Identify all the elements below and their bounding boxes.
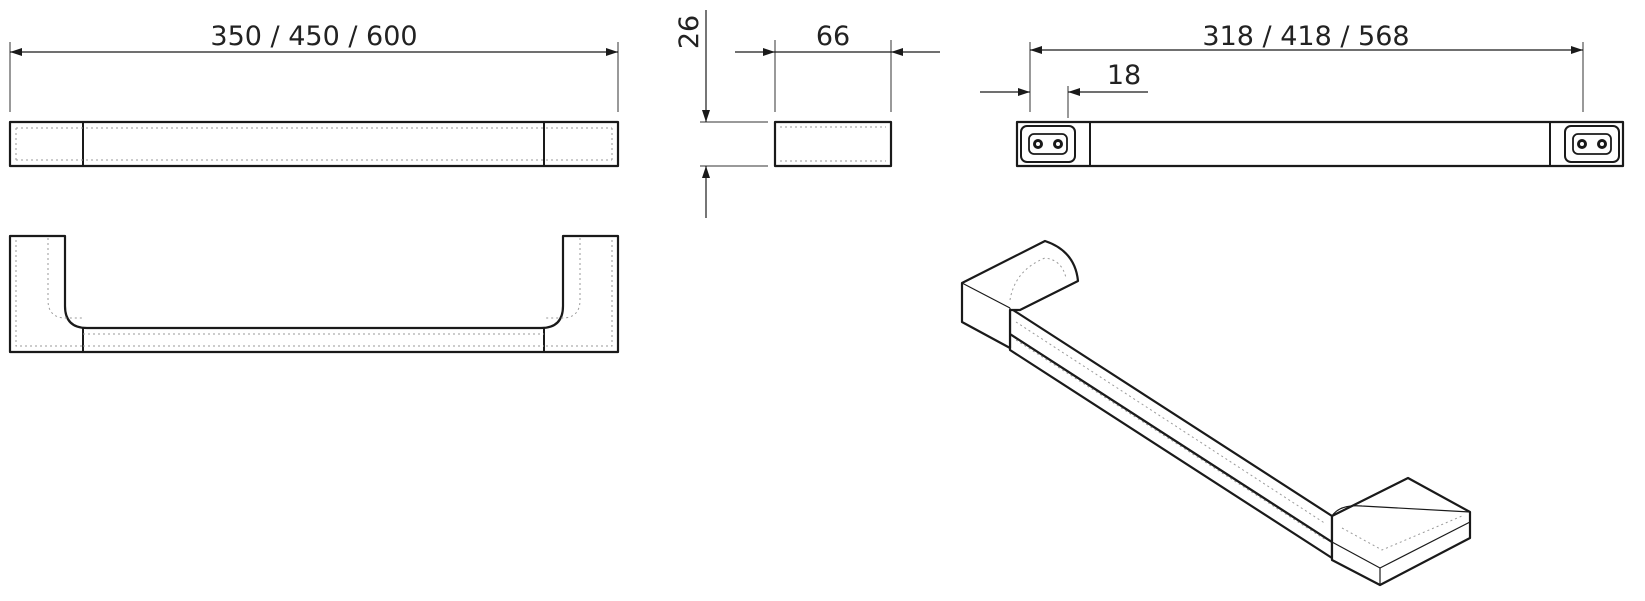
fixing-offset-label: 18 [1107, 60, 1141, 91]
width-label: 66 [816, 21, 850, 52]
isometric-view [960, 239, 1472, 587]
bar-front-outline [8, 120, 620, 168]
right-end-post [1330, 476, 1472, 587]
left-wall-bracket [1020, 125, 1076, 163]
overall-length-label: 350 / 450 / 600 [210, 21, 417, 52]
top-view [8, 234, 620, 354]
side-view: 66 26 [674, 10, 940, 218]
bar-rear-outline [1015, 120, 1625, 168]
depth-label: 26 [674, 15, 705, 49]
rear-view: 318 / 418 / 568 18 [980, 21, 1625, 168]
fixing-distance-label: 318 / 418 / 568 [1202, 21, 1409, 52]
bar-side-outline [773, 120, 893, 168]
front-view: 350 / 450 / 600 [8, 21, 620, 168]
right-wall-bracket [1564, 125, 1620, 163]
bar-top-outline [8, 234, 620, 354]
